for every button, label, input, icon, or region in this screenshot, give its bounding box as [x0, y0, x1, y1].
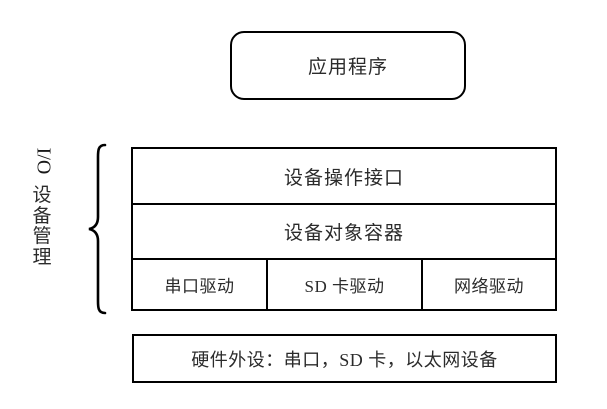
stack-row-drivers: 串口驱动 SD 卡驱动 网络驱动: [133, 260, 555, 309]
application-box: 应用程序: [230, 31, 466, 100]
side-label-char-1: 设: [32, 185, 52, 206]
device-operation-interface-label: 设备操作接口: [283, 167, 404, 189]
serial-driver-label: 串口驱动: [164, 277, 235, 296]
side-label-char-2: 备: [32, 205, 52, 227]
application-box-label: 应用程序: [307, 57, 388, 78]
io-label-text: I/O: [31, 147, 54, 175]
io-management-side-label: I/O 设 备 管 理: [22, 140, 62, 318]
curly-brace-icon: [86, 143, 108, 315]
hardware-peripherals-box: 硬件外设：串口，SD 卡，以太网设备: [132, 334, 557, 383]
device-object-container-label: 设备对象容器: [283, 223, 404, 244]
network-driver-label: 网络驱动: [454, 277, 524, 296]
io-management-chinese-label: 设 备 管 理: [32, 185, 52, 268]
side-label-char-3: 管: [32, 226, 52, 248]
hardware-peripherals-label: 硬件外设：串口，SD 卡，以太网设备: [191, 349, 498, 370]
driver-cell-network: 网络驱动: [423, 260, 555, 309]
driver-cell-sdcard: SD 卡驱动: [268, 260, 423, 309]
driver-cell-serial: 串口驱动: [133, 260, 268, 309]
sdcard-driver-label: SD 卡驱动: [304, 277, 385, 296]
stack-row-device-operation-interface: 设备操作接口: [133, 149, 555, 205]
side-label-char-4: 理: [32, 246, 52, 268]
stack-row-device-object-container: 设备对象容器: [133, 205, 555, 260]
io-management-stack: 设备操作接口 设备对象容器 串口驱动 SD 卡驱动 网络驱动: [131, 147, 557, 311]
